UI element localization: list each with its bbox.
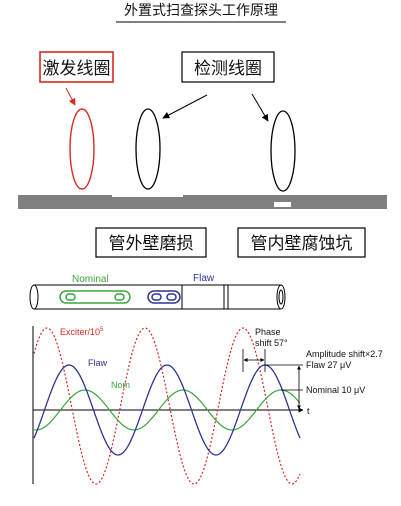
probe-nominal-label: Nominal [72,274,109,285]
page-title: 外置式扫查探头工作原理 [124,3,278,19]
amplitude-shift-label: Amplitude shift×2.7 [306,349,383,359]
tube-body [34,284,281,310]
nominal-amplitude-label: Nominal 10 μV [306,385,365,395]
probe-flaw-label: Flaw [193,273,215,284]
detector-coil-left [135,108,161,190]
exciter-coil-label: 激发线圈 [43,59,111,79]
flaw-probe-coil-right [166,293,177,301]
nominal-probe-body [59,290,131,304]
detector-pointer-arrow-left [162,94,208,119]
exciter-coil-label-box [39,51,114,83]
time-axis-label: t [307,406,310,416]
signal-plot: t Exciter/105 Flaw Nom Phase shift 57° A… [32,326,383,485]
pipe-wall [18,195,387,209]
defect-labels: 管外壁磨损 管内壁腐蚀坑 [95,227,366,258]
exciter-waveform-label: Exciter/105 [60,327,104,337]
nominal-waveform-label: Nom [111,380,130,390]
outer-wall-wear-box [95,227,207,258]
detector-coil-right [270,110,296,192]
exciter-coil [69,108,95,190]
tube-right-bore [278,289,284,305]
detector-coil-label-box [181,51,275,83]
flaw-amplitude-label: Flaw 27 μV [306,360,351,370]
inner-wall-pit-mark [274,202,291,207]
phase-shift-label-line1: Phase [255,327,281,337]
nominal-probe-coil-left [65,293,76,301]
flaw-waveform-label: Flaw [88,358,108,368]
exciter-waveform [33,327,301,485]
exciter-label-base: Exciter/10 [60,327,100,337]
detector-coil-label: 检测线圈 [194,59,262,79]
flaw-probe-coil-left [151,293,162,301]
tube-right-end [276,284,286,310]
inner-wall-pit-label: 管内壁腐蚀坑 [251,234,353,254]
flaw-probe-body [147,290,181,304]
outer-wall-wear-label: 管外壁磨损 [109,234,194,254]
inner-wall-pit-box [237,227,366,258]
title-block: 外置式扫查探头工作原理 [116,3,286,23]
detector-pointer-arrow-right [251,93,269,122]
outer-wall-wear-mark [112,194,183,197]
exciter-pointer-arrow [65,87,76,106]
flaw-waveform [33,364,301,456]
nominal-probe-coil-right [114,293,125,301]
nominal-waveform [33,389,301,431]
coil-section: 激发线圈 检测线圈 [18,51,387,209]
tube-left-end [29,284,39,310]
probe-diagram: Nominal Flaw [29,273,286,310]
exciter-label-exponent: 5 [100,327,104,333]
phase-shift-label-line2: shift 57° [255,338,288,348]
